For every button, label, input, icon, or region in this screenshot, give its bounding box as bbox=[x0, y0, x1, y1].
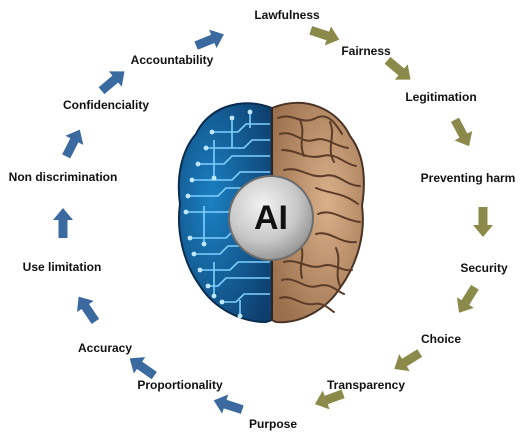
principle-accuracy: Accuracy bbox=[77, 341, 133, 355]
circuit-pattern bbox=[183, 109, 270, 319]
arrow-accountability-to-lawfulness bbox=[194, 29, 224, 50]
principle-legitimation: Legitimation bbox=[405, 90, 477, 104]
arrow-transparency-to-purpose bbox=[314, 389, 345, 410]
principle-lawfulness: Lawfulness bbox=[254, 8, 320, 22]
principle-purpose: Purpose bbox=[248, 417, 298, 431]
principle-non-discrimination: Non discrimination bbox=[8, 170, 118, 184]
principle-confidenciality: Confidenciality bbox=[62, 98, 150, 112]
principle-choice: Choice bbox=[420, 332, 462, 346]
digital-hemisphere bbox=[177, 102, 273, 324]
principle-accountability: Accountability bbox=[130, 53, 214, 67]
organic-hemisphere bbox=[271, 101, 365, 324]
arrow-non-discrimination-to-confidenciality bbox=[62, 129, 84, 159]
arrow-legitimation-to-preventing-harm bbox=[450, 117, 473, 147]
arrow-fairness-to-legitimation bbox=[384, 56, 411, 80]
arrow-security-to-choice bbox=[456, 284, 479, 313]
principle-transparency: Transparency bbox=[326, 378, 406, 392]
arrow-use-limitation-to-non-discrimination bbox=[53, 208, 73, 238]
principle-fairness: Fairness bbox=[341, 44, 391, 58]
principle-use-limitation: Use limitation bbox=[22, 260, 102, 274]
arrow-confidenciality-to-accountability bbox=[98, 71, 125, 95]
brain-folds bbox=[277, 115, 361, 313]
arrow-preventing-harm-to-security bbox=[473, 207, 493, 237]
arrow-lawfulness-to-fairness bbox=[309, 26, 340, 46]
arrow-proportionality-to-accuracy bbox=[129, 357, 157, 380]
arrow-purpose-to-proportionality bbox=[213, 394, 244, 414]
cycle-arrows bbox=[53, 26, 493, 414]
arrow-choice-to-transparency bbox=[394, 349, 423, 372]
principle-preventing-harm: Preventing harm bbox=[420, 171, 516, 185]
principle-proportionality: Proportionality bbox=[137, 378, 223, 392]
ai-badge bbox=[228, 175, 314, 261]
ai-center-label: AI bbox=[254, 199, 288, 237]
arrow-accuracy-to-use-limitation bbox=[77, 296, 100, 324]
brain-illustration bbox=[177, 101, 365, 324]
principle-security: Security bbox=[460, 261, 508, 275]
